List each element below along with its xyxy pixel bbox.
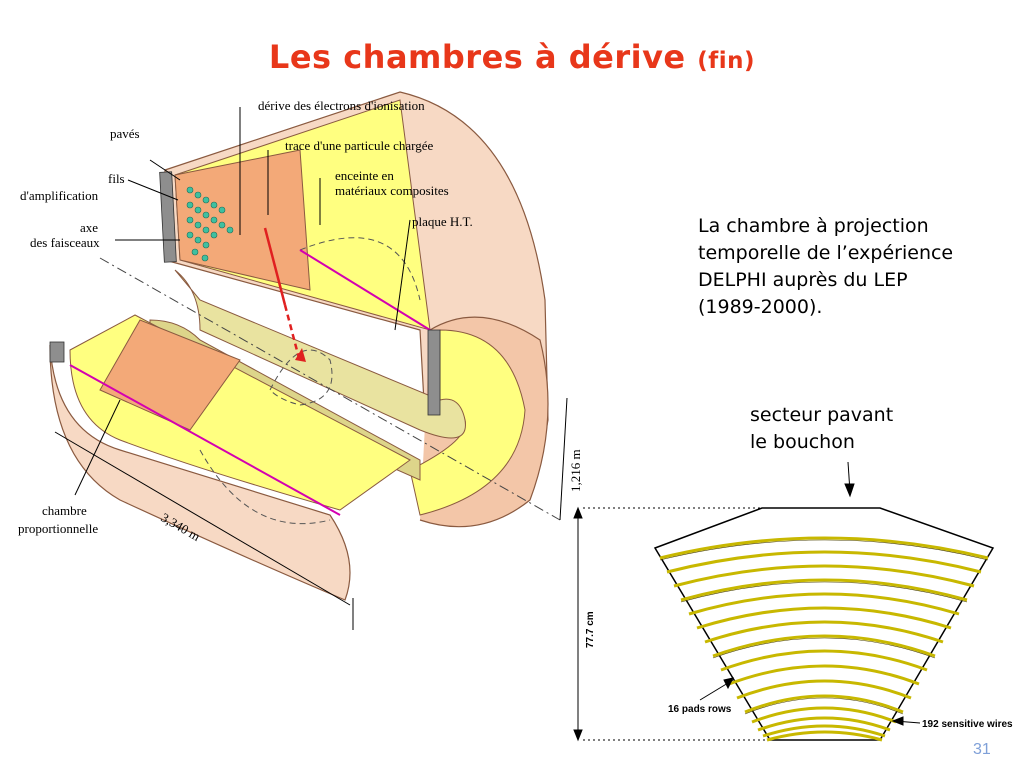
page-number: 31 xyxy=(973,741,991,758)
label-fils: fils xyxy=(108,171,125,186)
label-enceinte-2: matériaux composites xyxy=(335,183,449,198)
label-axe: axe xyxy=(80,220,98,235)
label-axe-2: des faisceaux xyxy=(30,235,100,250)
description-line-2: temporelle de l’expérience xyxy=(698,242,954,264)
label-paves: pavés xyxy=(110,126,140,141)
inner-cylinder xyxy=(174,269,466,439)
magenta-edge-1 xyxy=(299,249,431,331)
label-sector-height: 77.7 cm xyxy=(585,611,596,648)
label-chambre: chambre xyxy=(42,503,87,518)
label-enceinte: enceinte en xyxy=(335,168,394,183)
particle-track xyxy=(263,227,287,306)
track-arrowhead xyxy=(295,348,306,362)
title-main: Les chambres à dérive xyxy=(268,38,686,76)
description-line-4: (1989-2000). xyxy=(698,296,823,318)
label-trace: trace d'une particule chargée xyxy=(285,138,433,153)
sector-caption-line-1: secteur pavant xyxy=(750,404,894,426)
sector-pad-plane xyxy=(653,507,995,742)
label-fils-2: d'amplification xyxy=(20,188,99,203)
sector-caption-line-2: le bouchon xyxy=(750,431,855,453)
leader-lines xyxy=(54,107,568,630)
description-line-1: La chambre à projection xyxy=(698,215,929,237)
lower-shell xyxy=(49,344,351,601)
slide-title: Les chambres à dérive (fin) xyxy=(0,38,1024,76)
beam-axis xyxy=(99,257,561,521)
sector-pad-rows xyxy=(659,536,989,742)
upper-orange-sector xyxy=(174,149,311,291)
end-plate-right xyxy=(427,329,441,416)
label-plaque: plaque H.T. xyxy=(412,214,473,229)
magenta-edge-2 xyxy=(69,364,341,516)
sector-caption: secteur pavant le bouchon xyxy=(750,402,893,456)
label-chambre-2: proportionnelle xyxy=(18,521,98,536)
label-sensitive-wires: 192 sensitive wires xyxy=(922,719,1013,730)
label-radius: 1,216 m xyxy=(568,449,583,492)
description-line-3: DELPHI auprès du LEP xyxy=(698,269,908,291)
amplification-wires xyxy=(186,186,234,262)
sector-dimension xyxy=(573,461,921,742)
label-pads-rows: 16 pads rows xyxy=(668,704,732,715)
sector-pad-rows-inner xyxy=(659,539,989,715)
label-derive: dérive des électrons d'ionisation xyxy=(258,98,425,113)
title-suffix: (fin) xyxy=(697,48,756,74)
lower-orange-sector xyxy=(99,319,241,431)
end-plate-lower xyxy=(49,341,65,363)
description-text: La chambre à projection temporelle de l’… xyxy=(698,213,998,321)
